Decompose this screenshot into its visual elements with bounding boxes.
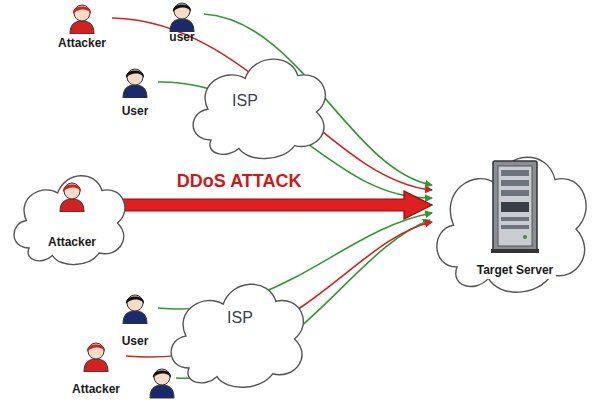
cloud-region: Target Server	[422, 115, 597, 305]
user-icon	[167, 0, 197, 32]
cloud-label: Target Server	[474, 261, 556, 279]
attack-label: DDoS ATTACK	[174, 171, 305, 191]
person-label: Attacker	[66, 382, 126, 396]
cloud-region: ISP	[180, 28, 335, 168]
attacker-figure: Attacker	[66, 334, 126, 396]
user-figure: User	[112, 62, 158, 118]
cloud-region: Attacker	[3, 148, 133, 273]
attack-arrow-shape	[121, 191, 432, 219]
cloud-label: ISP	[229, 92, 261, 110]
attacker-figure: Attacker	[52, 0, 112, 50]
user-figure: User	[112, 288, 158, 348]
user-figure: user	[160, 0, 204, 44]
person-label: user	[160, 30, 204, 44]
attack-arrow	[121, 191, 432, 219]
user-icon	[120, 66, 150, 98]
cloud-label: Attacker	[45, 233, 99, 251]
attacker-icon	[67, 2, 97, 34]
user-icon	[150, 369, 174, 398]
user-traffic-line	[158, 213, 432, 309]
cloud-region: ISP	[158, 252, 313, 397]
person-label: Attacker	[52, 36, 112, 50]
server-icon	[491, 159, 539, 253]
attacker-icon	[57, 180, 87, 212]
person-label: User	[112, 334, 158, 348]
person-label: User	[112, 104, 158, 118]
user-icon	[120, 292, 150, 324]
attacker-icon	[81, 340, 111, 372]
cloud-label: ISP	[224, 309, 256, 327]
